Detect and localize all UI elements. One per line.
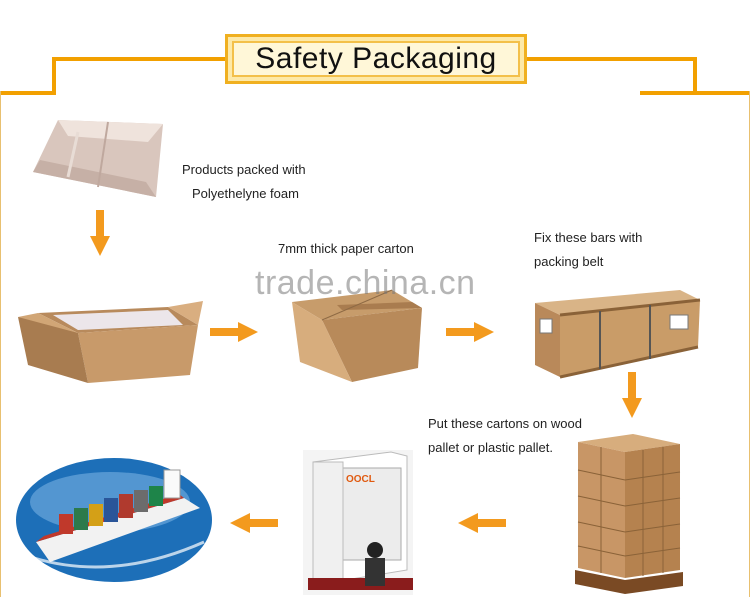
arrow-left-2 xyxy=(230,513,278,533)
arrow-right-1 xyxy=(210,322,258,342)
frame-top-right xyxy=(525,57,696,61)
frame-top-left xyxy=(52,57,228,61)
foam-label-line2: Polyethelyne foam xyxy=(192,186,299,201)
bars-label-line1: Fix these bars with xyxy=(534,230,643,245)
page-title: Safety Packaging xyxy=(255,42,497,75)
arrow-left-1 xyxy=(458,513,506,533)
pallet-stack-image xyxy=(575,434,683,594)
title-banner: Safety Packaging xyxy=(225,34,527,84)
arrow-right-2 xyxy=(446,322,494,342)
bars-label-line2: packing belt xyxy=(534,254,604,269)
frame-right-drop xyxy=(693,57,697,95)
pallet-label: Put these cartons on wood pallet or plas… xyxy=(428,412,582,460)
container-loading-image: OOCL xyxy=(303,450,413,595)
container-logo: OOCL xyxy=(346,474,375,485)
pallet-label-line1: Put these cartons on wood xyxy=(428,416,582,431)
frame-left-base xyxy=(0,91,56,95)
pallet-label-line2: pallet or plastic pallet. xyxy=(428,440,554,455)
watermark: trade.china.cn xyxy=(255,264,476,302)
foam-label-line1: Products packed with xyxy=(182,162,306,177)
frame-left-drop xyxy=(52,57,56,95)
bars-label: Fix these bars with packing belt xyxy=(534,226,642,274)
carton-image xyxy=(292,289,422,382)
frame-right-base xyxy=(640,91,750,95)
cargo-ship-image xyxy=(16,458,212,582)
open-box-image xyxy=(18,301,203,383)
foam-label: Products packed with Polyethelyne foam xyxy=(182,158,306,206)
arrow-down-1 xyxy=(90,210,110,256)
wood-crate-image xyxy=(535,290,701,379)
carton-label: 7mm thick paper carton xyxy=(278,241,414,256)
foam-bag-image xyxy=(33,120,163,197)
arrow-down-2 xyxy=(622,372,642,418)
frame-left-side xyxy=(0,91,1,597)
